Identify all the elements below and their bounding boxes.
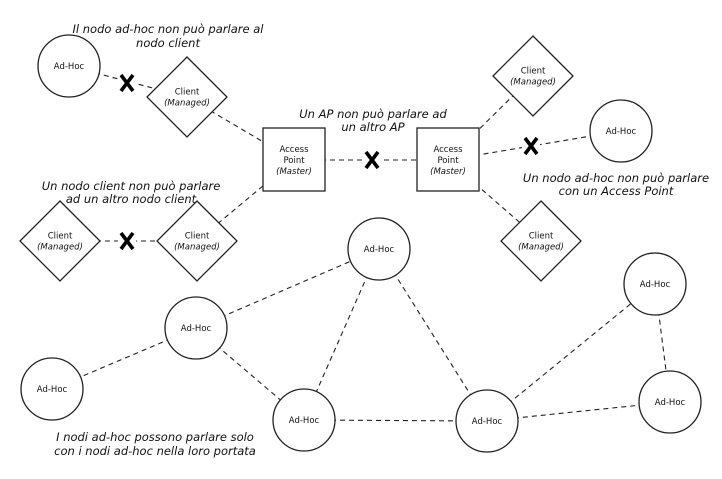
client-diamond [156, 200, 238, 282]
node-adhoc-adhoc-m4: Ad-Hoc [272, 388, 336, 452]
adhoc-circle [37, 34, 101, 98]
client-diamond [492, 35, 574, 117]
caption-line: con un Access Point [559, 184, 674, 198]
caption-line: Un nodo client non può parlare [42, 179, 221, 193]
node-label: Client [48, 232, 73, 242]
node-label: Point [437, 156, 459, 166]
adhoc-circle [623, 252, 687, 316]
node-adhoc-adhoc-r: Ad-Hoc [589, 99, 653, 163]
access-point-box [262, 127, 326, 192]
client-diamond [146, 56, 228, 138]
client-diamond [19, 200, 101, 282]
node-adhoc-adhoc-m7: Ad-Hoc [638, 370, 702, 434]
caption-line: I nodi ad-hoc possono parlare solo [56, 430, 254, 444]
node-label: Access [433, 145, 463, 155]
node-label: Ad-Hoc [640, 280, 671, 290]
client-diamond [500, 200, 582, 282]
node-client-client-tr: Client(Managed) [492, 35, 574, 117]
node-label: Ad-Hoc [472, 417, 503, 427]
adhoc-circle [272, 388, 336, 452]
caption-client-client: Un nodo client non può parlare ad un alt… [42, 179, 221, 206]
node-adhoc-adhoc-m1: Ad-Hoc [20, 357, 84, 421]
node-label: Ad-Hoc [289, 416, 320, 426]
connection-line [486, 283, 656, 422]
node-adhoc-adhoc-m6: Ad-Hoc [623, 252, 687, 316]
blocked-x-icon [522, 136, 540, 156]
adhoc-circle [455, 389, 519, 453]
adhoc-circle [638, 370, 702, 434]
node-label: Ad-Hoc [54, 62, 85, 72]
caption-line: nodo client [136, 36, 200, 50]
node-client-client-t: Client(Managed) [146, 56, 228, 138]
node-client-client-l1: Client(Managed) [19, 200, 101, 282]
caption-adhoc-ap: Un nodo ad-hoc non può parlare con un Ac… [523, 171, 709, 198]
node-label: Client [521, 67, 546, 77]
node-label: Ad-Hoc [655, 398, 686, 408]
node-label: (Managed) [37, 243, 83, 253]
node-label: (Managed) [164, 99, 210, 109]
node-label: Client [175, 88, 200, 98]
adhoc-circle [20, 357, 84, 421]
node-label: (Managed) [518, 243, 564, 253]
node-label: Client [529, 232, 554, 242]
node-label: (Master) [276, 167, 312, 177]
node-label: (Managed) [174, 243, 220, 253]
adhoc-circle [589, 99, 653, 163]
node-label: Ad-Hoc [364, 245, 395, 255]
node-adhoc-adhoc-tl: Ad-Hoc [37, 34, 101, 98]
caption-adhoc-client: Il nodo ad-hoc non può parlare al nodo c… [73, 22, 265, 50]
blocked-x-icon [363, 150, 381, 170]
node-label: Ad-Hoc [606, 127, 637, 137]
node-label: (Master) [430, 167, 466, 177]
caption-line: Un nodo ad-hoc non può parlare [523, 171, 709, 185]
blocked-x-icon [118, 231, 136, 251]
node-adhoc-adhoc-m5: Ad-Hoc [455, 389, 519, 453]
node-adhoc-adhoc-m2: Ad-Hoc [164, 296, 228, 360]
node-label: Ad-Hoc [181, 324, 212, 334]
node-label: (Managed) [510, 78, 556, 88]
node-label: Point [283, 156, 305, 166]
caption-line: ad un altro nodo client [66, 192, 197, 206]
connection-line [378, 248, 488, 422]
adhoc-circle [347, 217, 411, 281]
caption-line: un altro AP [341, 120, 404, 134]
node-label: Access [279, 145, 309, 155]
node-label: Ad-Hoc [37, 385, 68, 395]
adhoc-circle [164, 296, 228, 360]
node-client-client-br: Client(Managed) [500, 200, 582, 282]
blocked-marks-layer [118, 73, 540, 251]
nodes-layer: Ad-HocClient(Managed)AccessPoint(Master)… [19, 34, 702, 453]
caption-ap-ap: Un AP non può parlare ad un altro AP [299, 107, 447, 134]
caption-adhoc-mesh: I nodi ad-hoc possono parlare solo con i… [54, 430, 256, 458]
node-adhoc-adhoc-m3: Ad-Hoc [347, 217, 411, 281]
access-point-box [416, 127, 480, 192]
blocked-x-icon [118, 73, 136, 93]
caption-line: Il nodo ad-hoc non può parlare al [73, 22, 265, 36]
connection-line [195, 248, 380, 329]
node-label: Client [185, 232, 210, 242]
caption-line: Un AP non può parlare ad [299, 107, 447, 121]
node-client-client-l2: Client(Managed) [156, 200, 238, 282]
caption-line: con i nodi ad-hoc nella loro portata [54, 444, 256, 458]
